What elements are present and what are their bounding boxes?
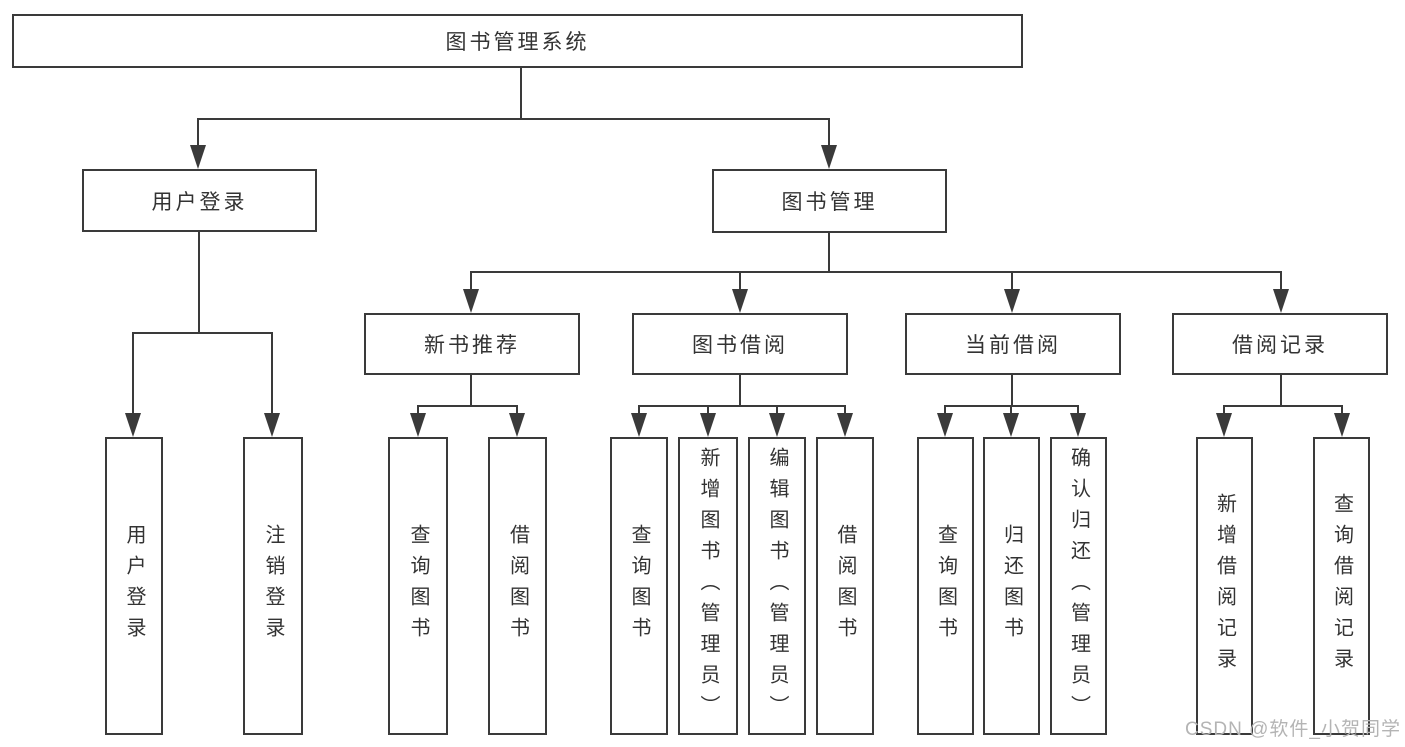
connector-line	[470, 271, 472, 301]
leaf-add-book-admin: 新增图书（管理员）	[678, 437, 738, 735]
arrowhead-icon	[769, 413, 785, 437]
leaf-edit-book-admin-label: 编辑图书（管理员）	[766, 446, 788, 726]
node-book-management-label: 图书管理	[781, 191, 878, 214]
leaf-logout-label: 注销登录	[262, 524, 284, 648]
connector-line	[417, 405, 518, 407]
arrowhead-icon	[821, 145, 837, 169]
connector-line	[1223, 405, 1343, 407]
leaf-return-book-label: 归还图书	[1000, 524, 1023, 648]
leaf-user-login-label: 用户登录	[123, 524, 145, 648]
arrowhead-icon	[1273, 289, 1289, 313]
leaf-borrow-book-recommend-label: 借阅图书	[506, 524, 529, 648]
connector-line	[197, 118, 830, 120]
connector-line	[470, 271, 1282, 273]
node-root-label: 图书管理系统	[445, 31, 590, 54]
leaf-query-book-recommend-label: 查询图书	[407, 524, 429, 648]
arrowhead-icon	[1003, 413, 1019, 437]
arrowhead-icon	[125, 413, 141, 437]
node-book-borrow-label: 图书借阅	[692, 334, 788, 357]
node-new-book-recommend: 新书推荐	[364, 313, 580, 375]
connector-line	[520, 68, 522, 120]
leaf-query-book-recommend: 查询图书	[388, 437, 448, 735]
leaf-borrow-book-label: 借阅图书	[834, 524, 856, 648]
leaf-user-login: 用户登录	[105, 437, 163, 735]
leaf-add-borrow-record-label: 新增借阅记录	[1213, 493, 1236, 679]
node-current-borrow: 当前借阅	[905, 313, 1121, 375]
connector-line	[198, 232, 200, 334]
leaf-add-borrow-record: 新增借阅记录	[1196, 437, 1253, 735]
arrowhead-icon	[1334, 413, 1350, 437]
connector-line	[1011, 375, 1013, 407]
connector-line	[1280, 271, 1282, 301]
node-new-book-recommend-label: 新书推荐	[424, 334, 520, 357]
leaf-logout: 注销登录	[243, 437, 303, 735]
connector-line	[739, 271, 741, 301]
connector-line	[197, 118, 199, 157]
arrowhead-icon	[1004, 289, 1020, 313]
arrowhead-icon	[410, 413, 426, 437]
arrowhead-icon	[1216, 413, 1232, 437]
node-borrow-records-label: 借阅记录	[1232, 334, 1328, 357]
connector-line	[638, 405, 846, 407]
connector-line	[470, 375, 472, 407]
leaf-confirm-return-admin-label: 确认归还（管理员）	[1067, 446, 1090, 726]
leaf-return-book: 归还图书	[983, 437, 1040, 735]
node-user-login: 用户登录	[82, 169, 317, 232]
arrowhead-icon	[509, 413, 525, 437]
arrowhead-icon	[264, 413, 280, 437]
leaf-query-borrow-record-label: 查询借阅记录	[1330, 493, 1353, 679]
leaf-query-book-current-label: 查询图书	[934, 524, 957, 648]
leaf-edit-book-admin: 编辑图书（管理员）	[748, 437, 806, 735]
leaf-query-book-current: 查询图书	[917, 437, 974, 735]
leaf-query-book-borrow: 查询图书	[610, 437, 668, 735]
connector-line	[271, 332, 273, 425]
leaf-query-borrow-record: 查询借阅记录	[1313, 437, 1370, 735]
connector-line	[828, 118, 830, 157]
arrowhead-icon	[700, 413, 716, 437]
connector-line	[132, 332, 273, 334]
arrowhead-icon	[732, 289, 748, 313]
node-current-borrow-label: 当前借阅	[965, 334, 1061, 357]
watermark: CSDN @软件_小贺同学	[1185, 719, 1401, 740]
connector-line	[739, 375, 741, 407]
arrowhead-icon	[837, 413, 853, 437]
arrowhead-icon	[1070, 413, 1086, 437]
leaf-confirm-return-admin: 确认归还（管理员）	[1050, 437, 1107, 735]
arrowhead-icon	[937, 413, 953, 437]
arrowhead-icon	[190, 145, 206, 169]
connector-line	[1280, 375, 1282, 407]
arrowhead-icon	[631, 413, 647, 437]
arrowhead-icon	[463, 289, 479, 313]
connector-line	[1011, 271, 1013, 301]
leaf-borrow-book: 借阅图书	[816, 437, 874, 735]
node-book-borrow: 图书借阅	[632, 313, 848, 375]
leaf-borrow-book-recommend: 借阅图书	[488, 437, 547, 735]
connector-line	[828, 233, 830, 273]
node-borrow-records: 借阅记录	[1172, 313, 1388, 375]
leaf-add-book-admin-label: 新增图书（管理员）	[697, 446, 719, 726]
node-root: 图书管理系统	[12, 14, 1023, 68]
leaf-query-book-borrow-label: 查询图书	[628, 524, 650, 648]
connector-line	[132, 332, 134, 425]
node-user-login-label: 用户登录	[151, 190, 248, 214]
node-book-management: 图书管理	[712, 169, 947, 233]
